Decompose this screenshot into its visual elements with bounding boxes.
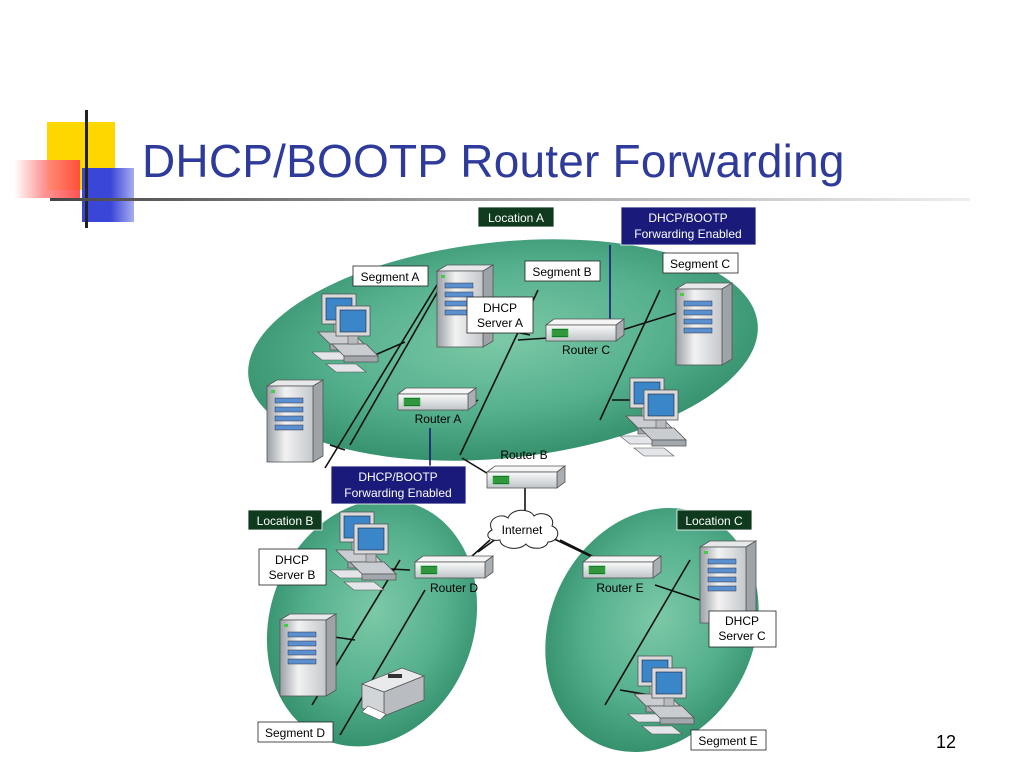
- svg-text:Location C: Location C: [685, 514, 743, 528]
- dhcp-server-b-label: DHCP Server B: [258, 548, 327, 586]
- svg-text:Segment C: Segment C: [670, 257, 730, 271]
- server-icon: [279, 613, 337, 697]
- dhcp-server-a-label: DHCP Server A: [466, 296, 534, 334]
- forwarding-callout-router-b: DHCP/BOOTP Forwarding Enabled: [330, 465, 467, 505]
- location-b-label: Location B: [247, 509, 323, 531]
- segment-d-label: Segment D: [257, 721, 334, 743]
- svg-text:Server A: Server A: [477, 316, 523, 330]
- router-e-icon: [582, 555, 662, 579]
- segment-a-label: Segment A: [352, 265, 429, 287]
- svg-text:Location B: Location B: [257, 514, 314, 528]
- location-a-label: Location A: [477, 206, 555, 228]
- workstation-icon: [312, 294, 378, 372]
- svg-text:DHCP/BOOTP: DHCP/BOOTP: [358, 470, 437, 484]
- svg-text:Segment D: Segment D: [265, 726, 325, 740]
- server-icon: [266, 379, 324, 463]
- segment-b-label: Segment B: [524, 260, 601, 282]
- svg-text:DHCP: DHCP: [483, 301, 517, 315]
- router-d-icon: [414, 555, 494, 579]
- svg-text:DHCP/BOOTP: DHCP/BOOTP: [648, 211, 727, 225]
- server-icon: [675, 282, 733, 366]
- svg-text:Server B: Server B: [269, 568, 316, 582]
- deco-horizontal-rule: [50, 198, 970, 201]
- svg-text:Segment E: Segment E: [698, 734, 757, 748]
- forwarding-callout-router-c: DHCP/BOOTP Forwarding Enabled: [620, 206, 757, 246]
- dhcp-server-c-label: DHCP Server C: [708, 610, 777, 648]
- router-a-icon: [397, 387, 477, 411]
- svg-text:Segment B: Segment B: [532, 265, 591, 279]
- printer-icon: [360, 667, 426, 721]
- router-b-icon: [486, 465, 566, 489]
- svg-text:Forwarding Enabled: Forwarding Enabled: [634, 227, 741, 241]
- svg-text:DHCP: DHCP: [275, 553, 309, 567]
- deco-blue-square: [82, 168, 134, 222]
- workstation-icon: [620, 378, 686, 456]
- dhcp-server-b-icon: [330, 512, 396, 590]
- svg-text:Forwarding Enabled: Forwarding Enabled: [344, 486, 451, 500]
- internet-label: Internet: [502, 523, 543, 537]
- router-b-label: Router B: [500, 448, 547, 462]
- segment-e-label: Segment E: [690, 729, 767, 751]
- router-c-label: Router C: [562, 343, 610, 357]
- segment-c-label: Segment C: [662, 252, 739, 274]
- router-e-label: Router E: [596, 581, 643, 595]
- deco-red-square: [14, 160, 80, 198]
- internet-cloud-icon: [487, 509, 559, 549]
- router-c-icon: [545, 318, 625, 342]
- location-c-label: Location C: [676, 509, 753, 531]
- svg-text:Segment A: Segment A: [361, 270, 420, 284]
- svg-text:DHCP: DHCP: [725, 614, 759, 628]
- workstation-icon: [628, 656, 694, 734]
- page-number: 12: [936, 732, 957, 752]
- router-a-label: Router A: [415, 412, 462, 426]
- svg-text:Server C: Server C: [718, 629, 766, 643]
- router-d-label: Router D: [430, 581, 478, 595]
- svg-text:Location A: Location A: [488, 211, 544, 225]
- slide-title: DHCP/BOOTP Router Forwarding: [142, 135, 845, 187]
- deco-vertical-line: [85, 110, 88, 228]
